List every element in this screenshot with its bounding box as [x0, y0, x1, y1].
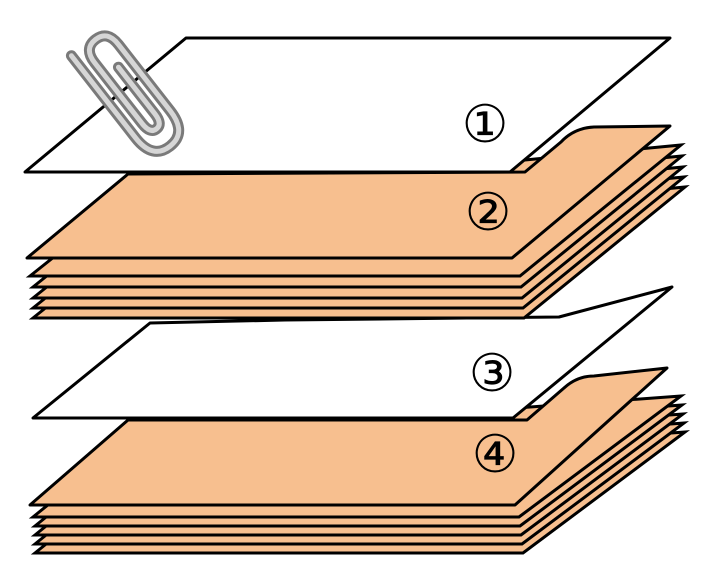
orange-sheet-top	[28, 366, 669, 507]
sheet-group-2: ②	[25, 124, 690, 320]
sheet-label-4: ④	[472, 425, 519, 485]
white-sheet	[31, 285, 674, 420]
sheet-group-1: ①	[23, 36, 672, 174]
orange-sheet-top	[25, 124, 672, 260]
paperclip-icon	[65, 30, 185, 157]
sheet-label-2: ②	[465, 183, 512, 243]
sheet-group-3: ③	[31, 285, 674, 420]
sheet-label-3: ③	[469, 344, 516, 404]
sheet-group-4: ④	[28, 366, 691, 555]
sheet-label-1: ①	[462, 95, 509, 155]
